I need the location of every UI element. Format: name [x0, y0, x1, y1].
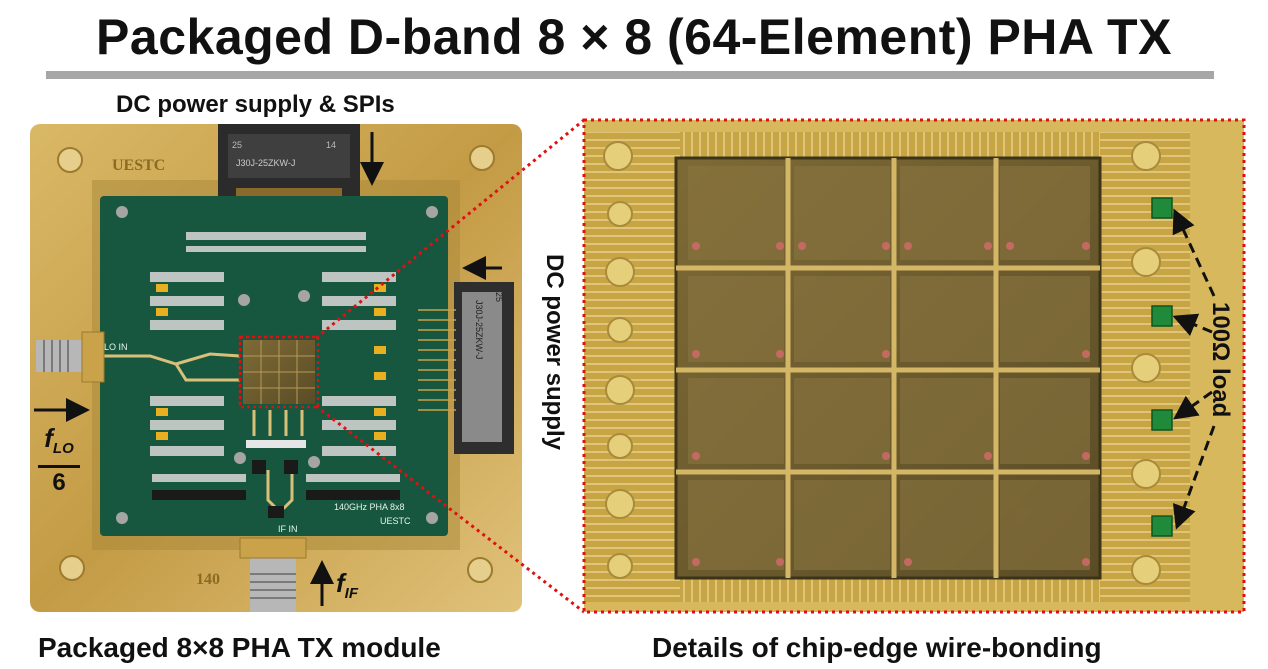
load-pad	[1151, 409, 1173, 431]
load-pad	[1151, 197, 1173, 219]
module-photo: UESTC 140 25 14 J30J-25ZKW-J	[30, 124, 522, 612]
svg-text:140GHz PHA 8x8: 140GHz PHA 8x8	[334, 502, 405, 512]
screw-icon	[469, 145, 495, 171]
label-fif: fIF	[336, 568, 359, 603]
screw-icon	[57, 147, 83, 173]
svg-text:14: 14	[326, 140, 336, 150]
zoom-line-top	[315, 118, 585, 340]
label-load: 100Ω load	[1207, 302, 1234, 418]
zoom-line-bottom	[315, 404, 585, 614]
svg-text:J30J-25ZKW-J: J30J-25ZKW-J	[474, 300, 484, 359]
svg-text:UESTC: UESTC	[380, 516, 411, 526]
housing-brand-bottom: 140	[196, 571, 220, 588]
screw-icon	[59, 555, 85, 581]
fraction-bar	[38, 465, 80, 469]
housing-brand: UESTC	[112, 157, 165, 174]
label-dc-power-supply: DC power supply	[541, 254, 568, 451]
caption-right: Details of chip-edge wire-bonding	[652, 632, 1102, 663]
svg-text:J30J-25ZKW-J: J30J-25ZKW-J	[236, 158, 295, 168]
zoom-source-box	[238, 335, 320, 409]
load-pad	[1151, 305, 1173, 327]
chip-detail-photo	[582, 118, 1246, 614]
title-underline	[46, 71, 1214, 79]
svg-text:IF IN: IF IN	[278, 524, 298, 534]
load-pad	[1151, 515, 1173, 537]
page-title: Packaged D-band 8 × 8 (64-Element) PHA T…	[96, 9, 1172, 65]
zoom-outline	[582, 118, 1246, 614]
label-flo-over-6: fLO 6	[36, 424, 82, 496]
if-connector	[250, 556, 296, 612]
svg-text:LO IN: LO IN	[104, 342, 128, 352]
svg-text:25: 25	[494, 292, 504, 302]
load-pointer-arrow	[1172, 425, 1216, 530]
screw-icon	[467, 557, 493, 583]
load-pads	[1151, 197, 1173, 537]
label-dc-power-spis: DC power supply & SPIs	[116, 91, 395, 118]
caption-left: Packaged 8×8 PHA TX module	[38, 632, 441, 663]
load-pointer-arrow	[1172, 313, 1213, 336]
load-pointer-arrow	[1173, 390, 1213, 420]
svg-text:25: 25	[232, 140, 242, 150]
